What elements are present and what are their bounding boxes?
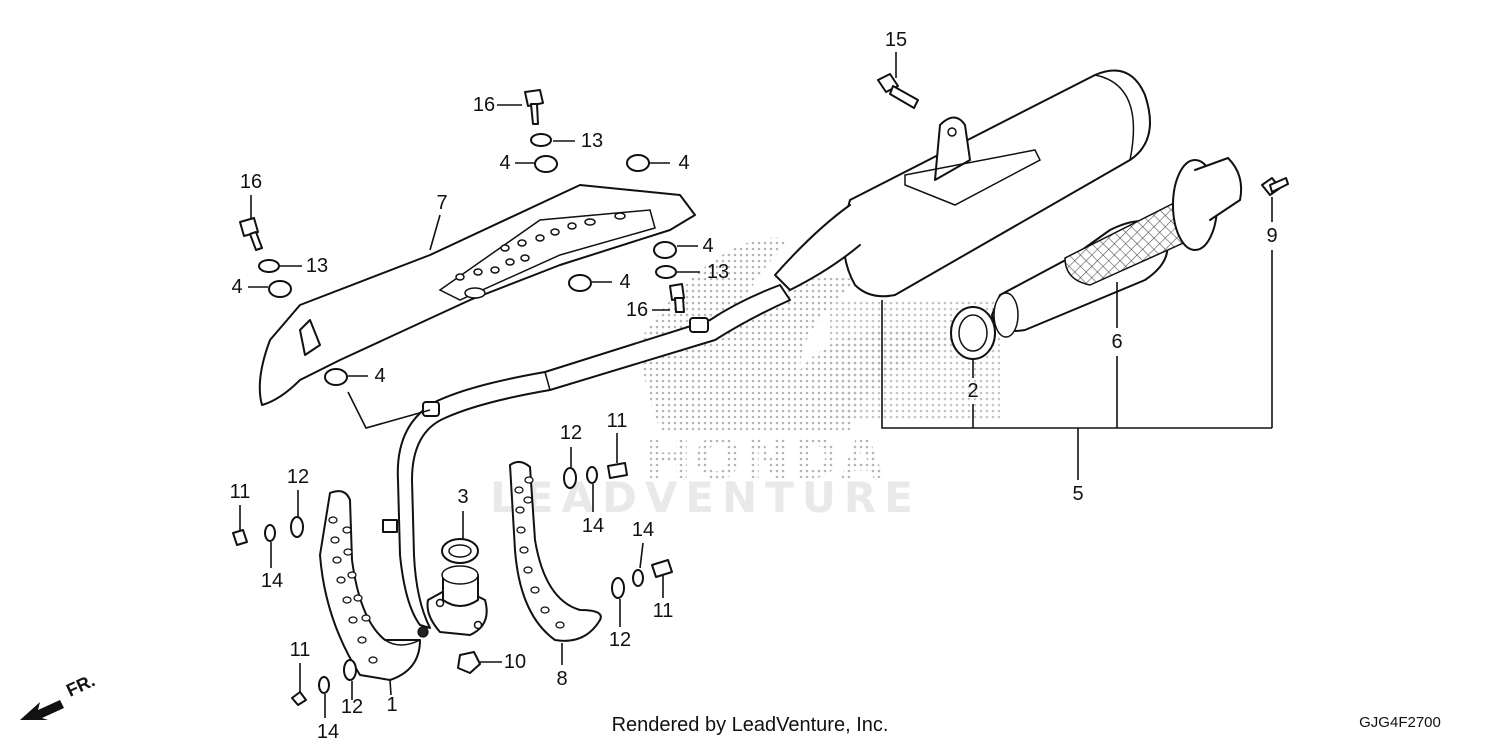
callout-15: 15 [885,29,907,51]
upper-heat-guard [258,184,696,406]
callout-8: 8 [556,668,567,690]
bolt-9 [1261,177,1289,196]
callout-12: 12 [287,466,309,488]
front-direction-label: FR. [63,670,98,700]
side-heat-guard [509,461,602,642]
callout-3: 3 [457,486,468,508]
callout-14: 14 [582,515,604,537]
callout-11: 11 [653,600,674,622]
callout-7: 7 [436,192,447,214]
leader-lines [239,52,1273,718]
callout-12: 12 [341,696,363,718]
callout-11: 11 [290,639,311,661]
watermark-logo: HONDA [645,427,886,492]
callout-4: 4 [619,271,630,293]
callout-16: 16 [240,171,262,193]
tail-pipe [991,157,1243,338]
callout-11: 11 [607,410,628,432]
callout-6: 6 [1111,331,1122,353]
footer-credit: Rendered by LeadVenture, Inc. [612,714,889,736]
callout-4: 4 [702,235,713,257]
callout-12: 12 [560,422,582,444]
callout-5: 5 [1072,483,1083,505]
callout-4: 4 [374,365,385,387]
callout-10: 10 [504,651,526,673]
callout-13: 13 [707,261,729,283]
callout-14: 14 [261,570,283,592]
callout-2: 2 [967,380,978,402]
callout-13: 13 [581,130,603,152]
callout-11: 11 [230,481,251,503]
callout-9: 9 [1266,225,1277,247]
exhaust-flange [417,538,488,638]
muffler [774,69,1151,298]
diagram-code: GJG4F2700 [1359,714,1441,731]
callout-14: 14 [632,519,654,541]
callout-14: 14 [317,721,339,743]
callout-4: 4 [499,152,510,174]
callout-12: 12 [609,629,631,651]
watermark-text: LEADVENTURE [490,473,921,522]
bolt-15 [877,73,919,109]
callout-1: 1 [386,694,397,716]
callout-labels: 15 16 13 4 4 16 7 13 4 4 13 4 16 4 9 6 2… [230,29,1278,743]
callout-4: 4 [231,276,242,298]
gasket-ring [950,306,996,360]
callout-16: 16 [473,94,495,116]
front-direction-arrow-icon [20,700,64,720]
lower-heat-guard [319,490,421,681]
callout-13: 13 [306,255,328,277]
hardware [232,89,685,706]
exhaust-pipe [382,284,791,629]
callout-16: 16 [626,299,648,321]
callout-4: 4 [678,152,689,174]
